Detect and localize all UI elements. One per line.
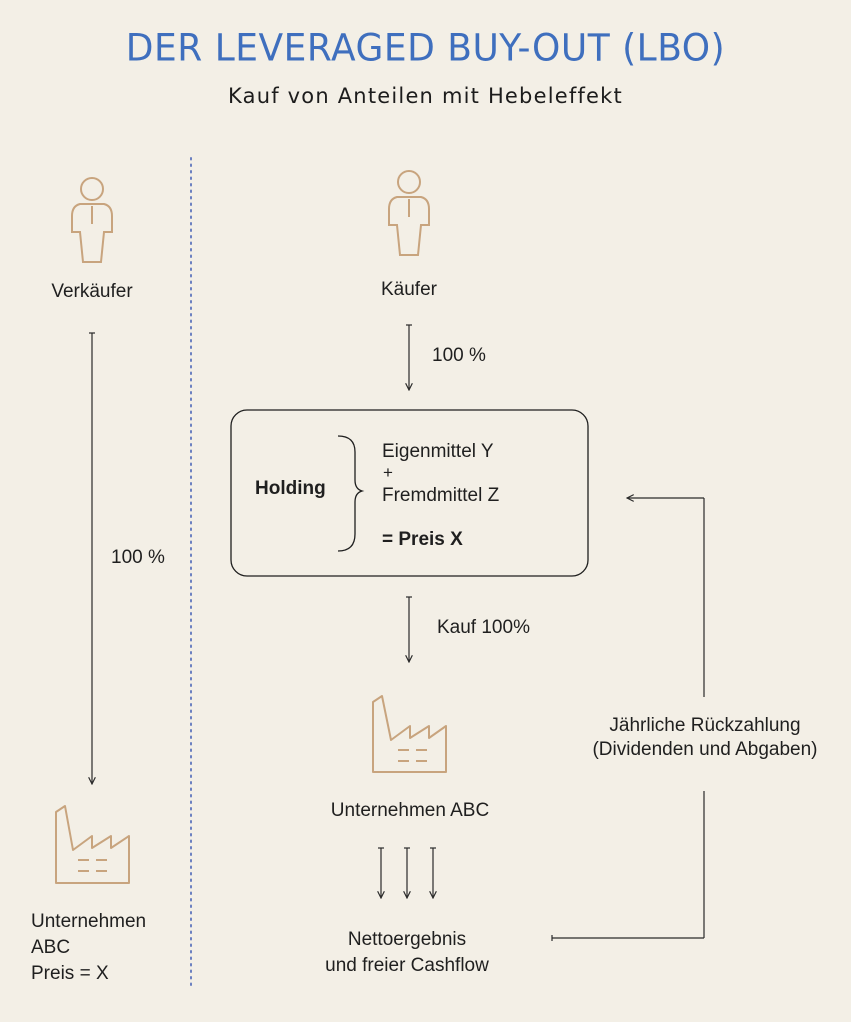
holding-brace: [337, 435, 365, 552]
buyer-arrow-label: 100 %: [432, 345, 486, 366]
seller-company-line-2: ABC: [31, 937, 71, 958]
result-label: Nettoergebnis und freier Cashflow: [290, 927, 524, 979]
repayment-line-1: Jährliche Rückzahlung: [609, 715, 801, 736]
result-line-1: Nettoergebnis: [347, 929, 467, 950]
holding-total: = Preis X: [382, 529, 463, 550]
seller-person-icon: [71, 177, 113, 263]
seller-label: Verkäufer: [51, 281, 133, 302]
cashflow-arrows: [378, 847, 436, 898]
result-line-2: und freier Cashflow: [325, 955, 489, 976]
holding-plus: +: [383, 463, 393, 482]
seller-factory-icon: [55, 805, 130, 884]
holding-equity: Eigenmittel Y: [382, 441, 494, 462]
seller-company-line-1: Unternehmen: [31, 911, 147, 932]
seller-arrow-label: 100 %: [111, 547, 165, 568]
repayment-label: Jährliche Rückzahlung (Dividenden und Ab…: [574, 714, 836, 762]
seller-company-line-3: Preis = X: [31, 963, 109, 984]
seller-company-label: Unternehmen ABC Preis = X: [31, 909, 146, 987]
page-subtitle: Kauf von Anteilen mit Hebeleffekt: [228, 84, 623, 108]
buyer-label: Käufer: [381, 279, 437, 300]
holding-box: [230, 409, 589, 577]
holding-label: Holding: [255, 478, 326, 499]
repayment-loop: [551, 498, 705, 941]
repayment-line-2: (Dividenden und Abgaben): [592, 739, 818, 760]
purchase-label: Kauf 100%: [437, 617, 530, 638]
buyer-person-icon: [388, 170, 430, 256]
company-label: Unternehmen ABC: [330, 800, 490, 821]
page-title: DER LEVERAGED BUY-OUT (LBO): [125, 26, 726, 71]
holding-debt: Fremdmittel Z: [382, 485, 500, 506]
company-factory-icon: [372, 695, 447, 773]
